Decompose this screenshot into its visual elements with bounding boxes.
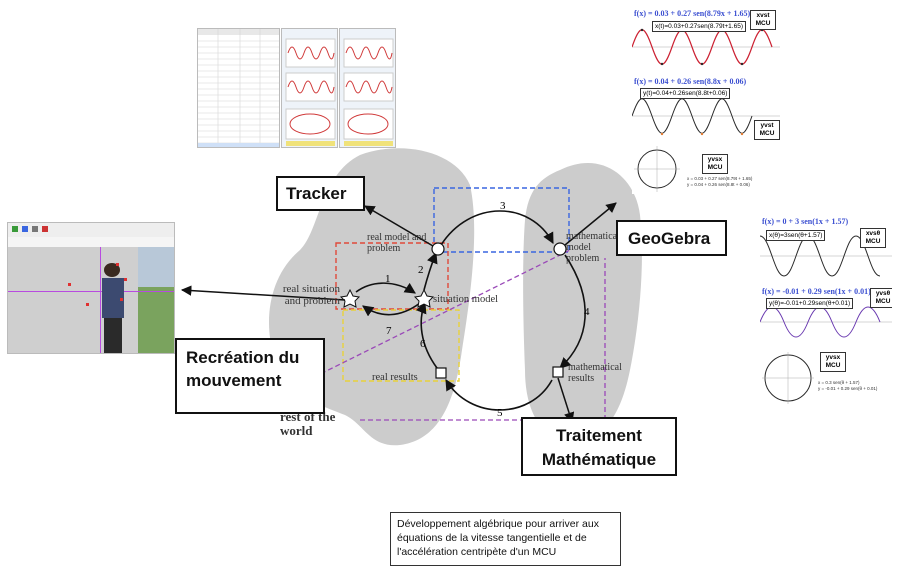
recreation-pointer	[180, 285, 346, 301]
arrow-6	[415, 301, 438, 369]
purple-dashed-diagonal	[277, 249, 571, 396]
algebraic-development-note: Développement algébrique pour arriver au…	[390, 512, 621, 566]
arrow-2	[423, 251, 438, 291]
xvstheta-formula: f(x) = 0 + 3 sen(1x + 1.57)	[762, 217, 849, 226]
arrow-4	[559, 254, 586, 369]
geogebra-callout: GeoGebra	[616, 220, 727, 256]
axis-x	[8, 291, 174, 292]
yvsx-theta-tag: yvsx MCU	[820, 352, 846, 372]
blue-dashed-box	[433, 187, 570, 253]
yvsx-eq-x: x = 0.03 + 0.27 sen(8.79t + 1.65)	[687, 176, 753, 181]
rest-of-world-label: rest of the world	[280, 409, 336, 438]
person-shirt	[102, 278, 124, 318]
real-results-label: real results	[372, 372, 418, 383]
geogebra-yvsx-panel: yvsx MCU x = 0.03 + 0.27 sen(8.79t + 1.6…	[632, 146, 782, 194]
xvstheta-tag: xvsθ MCU	[860, 228, 886, 248]
arrow-5	[445, 379, 553, 411]
geogebra-yvsx-theta-panel: yvsx MCU x = 0.3 sen(θ + 1.57) y = -0.01…	[760, 350, 892, 406]
tracker-toolbar	[8, 223, 174, 238]
yvst-label: y(t)=0.04+0.26sen(8.8t+0.06)	[640, 88, 731, 99]
yellow-dashed-box	[342, 309, 460, 382]
xvst-label: x(t)=0.03+0.27sen(8.79t+1.65)	[652, 21, 746, 32]
person-legs	[104, 318, 122, 353]
geogebra-xvstheta-panel: f(x) = 0 + 3 sen(1x + 1.57) x(θ)=3sen(θ+…	[760, 216, 892, 284]
step-2: 2	[418, 264, 424, 276]
tracker-graphs-b	[339, 28, 396, 148]
tracker-data-table	[197, 28, 280, 148]
step-4: 4	[584, 306, 590, 318]
person-head	[104, 263, 120, 277]
yvst-formula: f(x) = 0.04 + 0.26 sen(8.8x + 0.06)	[634, 77, 747, 86]
geogebra-xvst-panel: f(x) = 0.03 + 0.27 sen(8.79x + 1.65) x(t…	[632, 8, 780, 74]
yvstheta-label: y(θ)=-0.01+0.29sen(θ+0.01)	[766, 298, 854, 309]
real-model-node	[431, 242, 445, 256]
yvst-tag: yvst MCU	[754, 120, 780, 140]
real-results-node	[435, 367, 447, 379]
situation-model-label: situation model	[433, 294, 499, 305]
tracker-video-screenshot	[7, 222, 175, 354]
step-3: 3	[500, 200, 506, 212]
real-situation-star	[339, 288, 361, 308]
situation-model-star	[413, 288, 435, 308]
axis-y	[100, 247, 101, 353]
step-7: 7	[386, 325, 392, 337]
math-results-node	[552, 366, 564, 378]
real-situation-label: real situation and problem	[282, 283, 340, 307]
arrow-3	[440, 210, 554, 246]
xvst-tag: xvst MCU	[750, 10, 776, 30]
yvsx-theta-eq-y: y = -0.01 + 0.29 sen(θ + 0.01)	[818, 386, 878, 391]
math-model-label: mathematical model problem	[566, 231, 620, 264]
red-dashed-box	[335, 242, 449, 310]
math-world-blob	[523, 162, 642, 441]
tracker-callout: Tracker	[276, 176, 365, 211]
xvst-formula: f(x) = 0.03 + 0.27 sen(8.79x + 1.65)	[634, 9, 751, 18]
geogebra-pointer	[564, 202, 617, 246]
math-results-label: mathematical results	[568, 362, 622, 384]
geogebra-yvstheta-panel: f(x) = -0.01 + 0.29 sen(1x + 0.01) y(θ)=…	[760, 286, 892, 346]
step-1: 1	[385, 273, 391, 285]
yvstheta-tag: yvsθ MCU	[870, 288, 892, 308]
traitement-pointer	[557, 377, 575, 424]
math-model-node	[553, 242, 567, 256]
step-6: 6	[420, 338, 426, 350]
recreation-callout: Recréation du mouvement	[175, 338, 325, 414]
traitement-callout: Traitement Mathématique	[521, 417, 677, 476]
geogebra-yvst-panel: f(x) = 0.04 + 0.26 sen(8.8x + 0.06) y(t)…	[632, 76, 780, 144]
tracker-graphs-a	[281, 28, 338, 148]
tracker-pointer	[364, 205, 434, 247]
yvstheta-formula: f(x) = -0.01 + 0.29 sen(1x + 0.01)	[762, 287, 871, 296]
step-5: 5	[497, 407, 503, 419]
real-model-label: real model and problem	[367, 232, 427, 254]
xvstheta-label: x(θ)=3sen(θ+1.57)	[766, 230, 826, 241]
arrow-1	[355, 282, 416, 294]
yvsx-eq-y: y = 0.04 + 0.26 sen(8.8t + 0.06)	[687, 182, 750, 187]
yvsx-tag: yvsx MCU	[702, 154, 728, 174]
arrow-7	[362, 302, 421, 317]
yvsx-theta-eq-x: x = 0.3 sen(θ + 1.57)	[818, 380, 860, 385]
